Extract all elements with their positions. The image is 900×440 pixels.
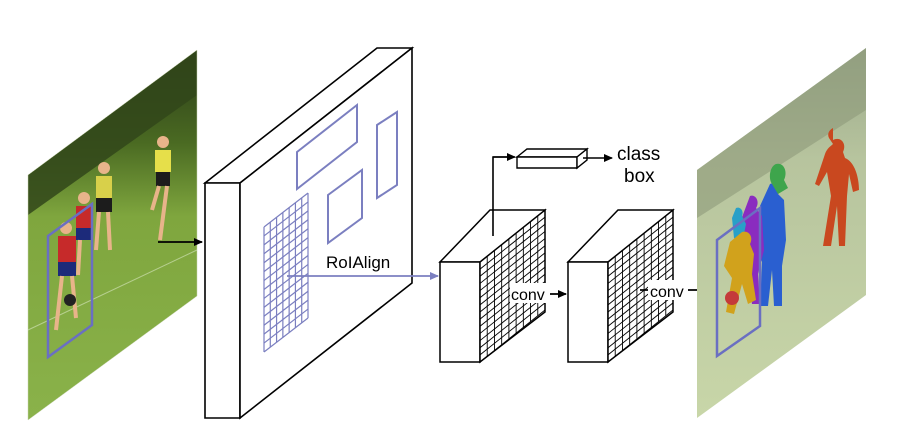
grid-line (479, 295, 546, 349)
grid-line (479, 245, 546, 299)
grid-line (607, 252, 674, 306)
grid-line (479, 231, 546, 284)
grid-line (263, 308, 309, 344)
roialign-label: RoIAlign (326, 253, 390, 272)
grid-line (607, 302, 674, 356)
grid-line (263, 201, 309, 237)
grid-line (263, 317, 309, 353)
grid-line (263, 210, 309, 246)
grid-line (263, 290, 309, 326)
grid-line (263, 255, 309, 290)
block-1-grid (479, 209, 546, 363)
grid-line (263, 246, 309, 282)
grid-line (479, 216, 546, 270)
class-label: class (617, 144, 660, 165)
grid-line (263, 272, 309, 308)
grid-line (479, 252, 546, 306)
grid-line (607, 209, 674, 263)
grid-line (607, 245, 674, 299)
input-detection-box (46, 201, 94, 360)
grid-line (479, 309, 546, 363)
grid-line (607, 309, 674, 363)
fc-layer-box (515, 147, 589, 170)
grid-line (607, 216, 674, 270)
instance-masks (724, 128, 859, 314)
roi-box (376, 110, 398, 200)
grid-line (607, 238, 674, 291)
grid-line (479, 238, 546, 291)
output-detection-box (715, 205, 762, 359)
input-players (54, 136, 171, 331)
grid-line (607, 266, 674, 320)
grid-line (479, 302, 546, 356)
grid-line (607, 295, 674, 349)
grid-line (263, 228, 309, 264)
roi-proposals (296, 102, 398, 245)
grid-line (479, 223, 546, 277)
grid-line (263, 192, 309, 228)
grid-line (263, 263, 309, 299)
grid-line (263, 237, 309, 273)
grid-line (607, 259, 674, 313)
output-image (697, 48, 866, 418)
roi-box (327, 168, 363, 245)
roialign-label-bg (323, 250, 409, 272)
grid-line (263, 299, 309, 335)
roi-grid (263, 192, 309, 353)
grid-line (607, 223, 674, 277)
grid-line (607, 231, 674, 284)
input-image (27, 49, 198, 421)
roi-box (296, 102, 358, 192)
conv-label-1: conv (511, 287, 545, 304)
grid-line (479, 209, 546, 263)
grid-line (263, 281, 309, 317)
conv-label-2: conv (650, 284, 684, 301)
box-label: box (624, 166, 655, 187)
grid-line (263, 219, 309, 255)
